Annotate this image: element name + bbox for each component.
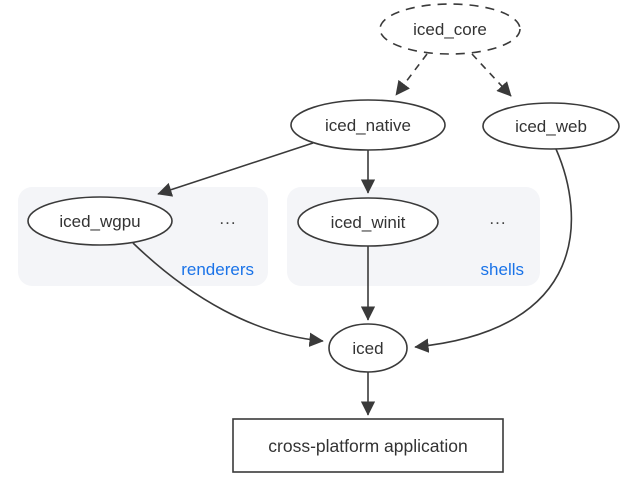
- iced-wgpu-label: iced_wgpu: [59, 212, 140, 231]
- application-node: [232, 418, 504, 473]
- iced-core-node: [379, 3, 521, 55]
- shells-group-label: shells: [481, 260, 524, 279]
- edge-iced-web-to-iced: [414, 148, 573, 353]
- iced-winit-node: [297, 197, 439, 247]
- shells-ellipsis: ...: [489, 209, 506, 228]
- iced-core-label: iced_core: [413, 20, 487, 39]
- edge-iced-core-to-iced-web: [471, 53, 512, 97]
- renderers-ellipsis: ...: [219, 209, 236, 228]
- iced-winit-label: iced_winit: [331, 213, 406, 232]
- iced-node: [328, 323, 408, 373]
- edge-iced-wgpu-to-iced: [132, 242, 324, 347]
- edge-iced-native-to-iced-wgpu: [157, 142, 314, 197]
- iced-web-label: iced_web: [515, 117, 587, 136]
- iced-web-node: [482, 102, 620, 150]
- iced-native-node: [290, 99, 446, 151]
- iced-label: iced: [352, 339, 383, 358]
- application-label: cross-platform application: [268, 436, 467, 456]
- iced-native-label: iced_native: [325, 116, 411, 135]
- edge-iced-core-to-iced-native: [395, 53, 428, 96]
- iced-wgpu-node: [27, 196, 173, 246]
- renderers-group-label: renderers: [181, 260, 254, 279]
